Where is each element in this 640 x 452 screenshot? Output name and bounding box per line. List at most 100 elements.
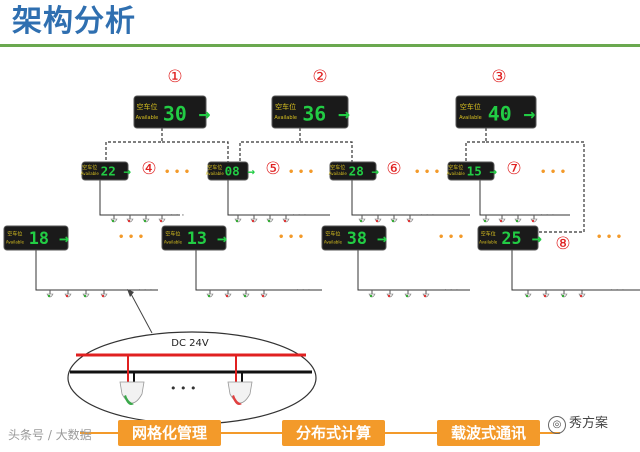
detail-voltage: DC 24V — [171, 338, 209, 349]
bus-dots: · · · — [420, 211, 434, 221]
panel-header: 空车位 — [7, 231, 22, 238]
panel-frame — [455, 95, 537, 129]
panel-count: 18 → — [29, 228, 69, 248]
watermark-left: 头条号 / 大数据 — [8, 426, 92, 443]
sensor-led-icon — [101, 294, 105, 298]
sensor-led-icon — [207, 294, 211, 298]
panel-sub: Available — [81, 171, 100, 176]
marker-1: ① — [167, 67, 182, 87]
panel-frame — [321, 225, 387, 251]
ellipsis: • • • — [596, 232, 622, 243]
panel-header: 空车位 — [207, 164, 222, 171]
watermark-logo-icon: ◎ — [548, 416, 566, 434]
panel-frame — [81, 161, 129, 181]
tag-carrier-communication: 载波式通讯 — [437, 420, 541, 446]
ellipsis: • • • — [414, 167, 440, 178]
ellipsis: • • • — [288, 167, 314, 178]
watermark-right: ◎秀方案 — [548, 412, 608, 434]
panel-count: 25 → — [501, 228, 541, 248]
sensor-led-icon — [243, 294, 247, 298]
bus-line — [357, 248, 470, 291]
sensor-led-icon — [111, 219, 115, 223]
panel-header: 空车位 — [136, 102, 157, 111]
dashed-link — [239, 128, 301, 165]
sensor-led-icon — [515, 219, 519, 223]
marker-2: ② — [312, 67, 327, 87]
display-panel: 空车位 Available 30 → — [133, 95, 211, 129]
panel-frame — [271, 95, 349, 129]
watermark-left-text: 头条号 / 大数据 — [8, 428, 92, 442]
sensor-led-icon — [47, 294, 51, 298]
sensor-led-icon — [127, 219, 131, 223]
watermark-right-text: 秀方案 — [569, 416, 609, 431]
title-divider — [0, 44, 640, 47]
dashed-link — [465, 128, 487, 165]
marker-3: ③ — [491, 67, 506, 87]
sensor-led-icon — [423, 294, 427, 298]
ellipsis: • • • — [438, 232, 464, 243]
dashed-link — [300, 141, 353, 165]
panel-frame — [207, 161, 249, 181]
bus-line — [35, 248, 158, 291]
panel-sub: Available — [329, 171, 348, 176]
ellipsis: • • • — [118, 232, 144, 243]
sensor-led-icon — [267, 219, 271, 223]
panel-header: 空车位 — [448, 164, 463, 171]
panel-header: 空车位 — [325, 231, 340, 238]
marker-7: ⑦ — [506, 159, 521, 179]
dashed-link — [162, 141, 229, 165]
sensor-led-icon — [251, 219, 255, 223]
sensor-led-icon — [375, 219, 379, 223]
panel-sub: Available — [136, 115, 159, 121]
bus-line — [99, 180, 180, 216]
sensor-led-icon — [483, 219, 487, 223]
panel-count: 08 → — [225, 164, 256, 179]
panel-header: 空车位 — [330, 164, 345, 171]
sensor-led-icon — [261, 294, 265, 298]
bus-dots: · · · — [540, 211, 554, 221]
tag-grid-management: 网格化管理 — [118, 420, 222, 446]
bus-dots: · · · — [170, 211, 184, 221]
sensor-led-icon — [143, 219, 147, 223]
sensor-led-icon — [225, 294, 229, 298]
panel-count: 15 → — [467, 164, 498, 179]
bus-dots: · · · — [292, 211, 306, 221]
panel-count: 38 → — [347, 228, 387, 248]
ellipsis: • • • — [164, 167, 190, 178]
panel-sub: Available — [459, 115, 482, 121]
sensor-led-icon — [407, 219, 411, 223]
sensor-led-icon — [235, 219, 239, 223]
sensor-led-icon — [369, 294, 373, 298]
sensor-led-icon — [499, 219, 503, 223]
sensor-led-icon — [391, 219, 395, 223]
panel-sub: Available — [206, 171, 225, 176]
sensor-led-icon — [65, 294, 69, 298]
bus-line — [511, 248, 640, 291]
panel-sub: Available — [447, 171, 466, 176]
panel-count: 30 → — [163, 102, 211, 125]
sensor-led-icon — [543, 294, 547, 298]
panel-sub: Available — [164, 239, 183, 244]
panel-frame — [447, 161, 495, 181]
panel-frame — [161, 225, 227, 251]
panel-frame — [133, 95, 207, 129]
tag-distributed-computing: 分布式计算 — [282, 420, 386, 446]
sensor-led-icon — [83, 294, 87, 298]
sensor-led-icon — [359, 219, 363, 223]
sensor-led-icon — [525, 294, 529, 298]
sensor-led-icon — [387, 294, 391, 298]
marker-6: ⑥ — [386, 159, 401, 179]
panel-header: 空车位 — [460, 102, 481, 111]
ellipsis: • • • — [278, 232, 304, 243]
sensor-led-icon — [405, 294, 409, 298]
pointer-line — [129, 291, 153, 334]
panel-count: 36 → — [302, 102, 350, 125]
